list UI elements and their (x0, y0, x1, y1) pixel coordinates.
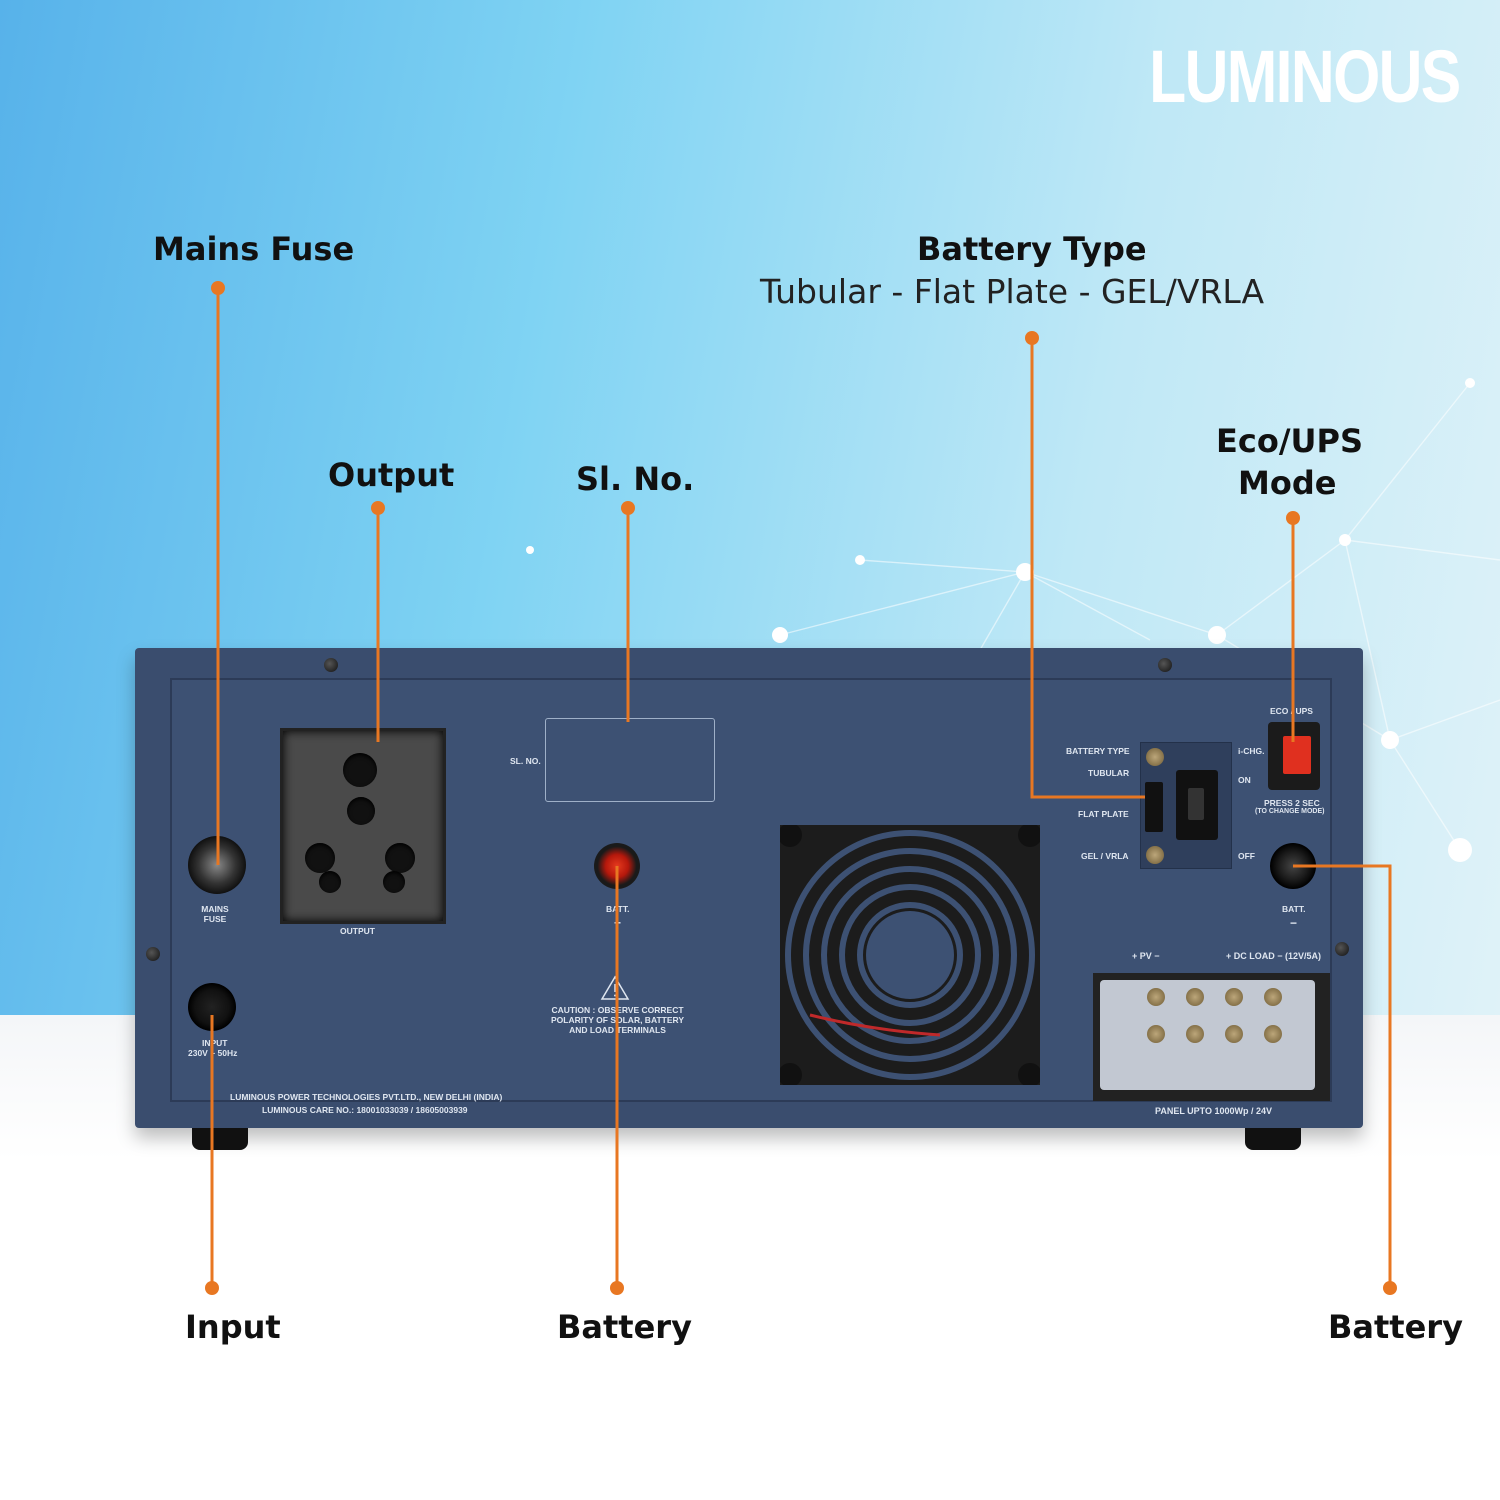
eco-ups-label: ECO / UPS (1270, 706, 1313, 716)
callout-mains-fuse: Mains Fuse (153, 230, 355, 268)
callout-input: Input (185, 1308, 281, 1346)
screw (1335, 942, 1349, 956)
input-rating: 230V ~ 50Hz (188, 1048, 238, 1058)
left-foot (192, 1128, 248, 1150)
i-chg-label: i-CHG. (1238, 746, 1265, 756)
panel-upto-label: PANEL UPTO 1000Wp / 24V (1155, 1106, 1273, 1116)
callout-battery-positive: Battery (557, 1308, 692, 1346)
callout-battery-type-options: Tubular - Flat Plate - GEL/VRLA (760, 272, 1265, 311)
screw (324, 658, 338, 672)
screw (1146, 748, 1164, 766)
output-socket[interactable] (280, 728, 446, 924)
battery-type-selector[interactable] (1145, 782, 1163, 832)
screw (1158, 658, 1172, 672)
i-chg-switch[interactable] (1176, 770, 1218, 840)
flat-plate-label: FLAT PLATE (1078, 809, 1129, 819)
pv-load-terminal-block[interactable] (1100, 980, 1315, 1090)
callout-eco-ups-line1: Eco/UPS (1216, 422, 1363, 460)
battery-positive-terminal[interactable] (594, 843, 640, 889)
on-label: ON (1238, 775, 1251, 785)
callout-output: Output (328, 456, 455, 494)
gel-vrla-label: GEL / VRLA (1081, 851, 1129, 861)
callout-battery-negative: Battery (1328, 1308, 1463, 1346)
batt-negative-sign: − (1290, 916, 1298, 930)
press-2-sec-label: PRESS 2 SEC (1264, 798, 1320, 808)
screw (146, 947, 160, 961)
caution-icon (600, 975, 630, 1000)
care-number: LUMINOUS CARE NO.: 18001033039 / 1860500… (262, 1105, 468, 1115)
mains-fuse-holder[interactable] (188, 836, 246, 894)
callout-battery-type: Battery Type (917, 230, 1147, 268)
cooling-fan (780, 825, 1040, 1085)
batt-positive-sign: + (614, 916, 622, 930)
company-label: LUMINOUS POWER TECHNOLOGIES PVT.LTD., NE… (230, 1092, 503, 1102)
mains-fuse-label: MAINS FUSE (201, 904, 229, 924)
callout-eco-ups-line2: Mode (1238, 464, 1337, 502)
callout-sl-no: Sl. No. (576, 460, 695, 498)
pv-label: + PV − (1132, 951, 1160, 961)
batt-negative-label: BATT. (1282, 904, 1306, 914)
battery-negative-terminal[interactable] (1270, 843, 1316, 889)
caution-text: CAUTION : OBSERVE CORRECT POLARITY OF SO… (550, 1005, 684, 1035)
brand-logo: LUMINOUS (1149, 35, 1462, 118)
sl-no-label: SL. NO. (510, 756, 541, 766)
eco-ups-button[interactable] (1283, 736, 1311, 774)
battery-type-label: BATTERY TYPE (1066, 746, 1130, 756)
input-label: INPUT (202, 1038, 228, 1048)
right-foot (1245, 1128, 1301, 1150)
screw (1146, 846, 1164, 864)
output-label: OUTPUT (340, 926, 375, 936)
dc-load-label: + DC LOAD − (12V/5A) (1226, 951, 1322, 961)
to-change-mode-label: (TO CHANGE MODE) (1255, 808, 1325, 815)
off-label: OFF (1238, 851, 1255, 861)
batt-positive-label: BATT. (606, 904, 630, 914)
serial-number-plate (545, 718, 715, 802)
input-socket[interactable] (188, 983, 236, 1031)
tubular-label: TUBULAR (1088, 768, 1130, 778)
